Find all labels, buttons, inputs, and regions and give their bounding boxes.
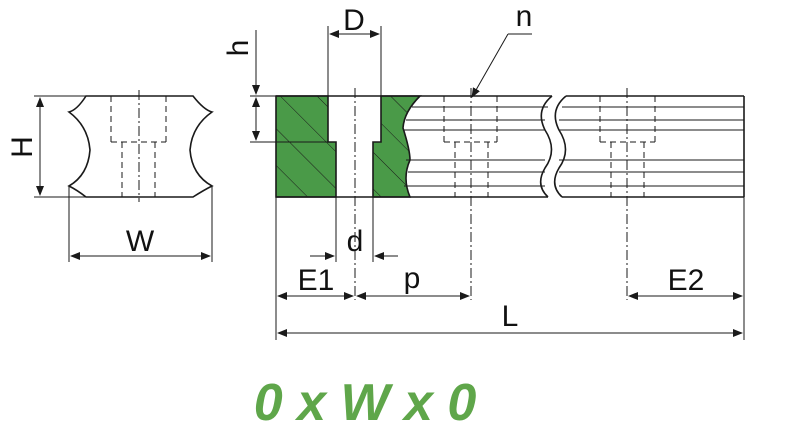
label-E1: E1	[298, 264, 335, 297]
label-D: D	[343, 4, 365, 37]
leader-n: n	[471, 0, 533, 98]
label-d: d	[347, 225, 364, 258]
rail-cross-section	[67, 90, 214, 202]
dimension-W: W	[68, 186, 213, 262]
dimension-H: H	[6, 95, 86, 198]
dimension-E1-p: E1 p	[275, 197, 470, 340]
size-caption: 0 x W x 0	[254, 374, 477, 432]
section-hatch	[276, 96, 336, 197]
dimension-d: d	[310, 197, 398, 262]
dimension-E2: E2	[628, 197, 745, 340]
label-p: p	[404, 262, 421, 295]
label-L: L	[502, 300, 519, 333]
rail-side-view	[275, 88, 745, 300]
label-n: n	[516, 0, 533, 33]
dimension-D: D	[327, 4, 382, 96]
dimension-h: h	[222, 30, 328, 143]
label-E2: E2	[668, 264, 705, 297]
label-W: W	[126, 225, 155, 258]
dimension-L: L	[277, 300, 743, 337]
label-H: H	[6, 136, 39, 158]
section-hatch-right	[373, 96, 420, 197]
label-h: h	[222, 40, 255, 57]
